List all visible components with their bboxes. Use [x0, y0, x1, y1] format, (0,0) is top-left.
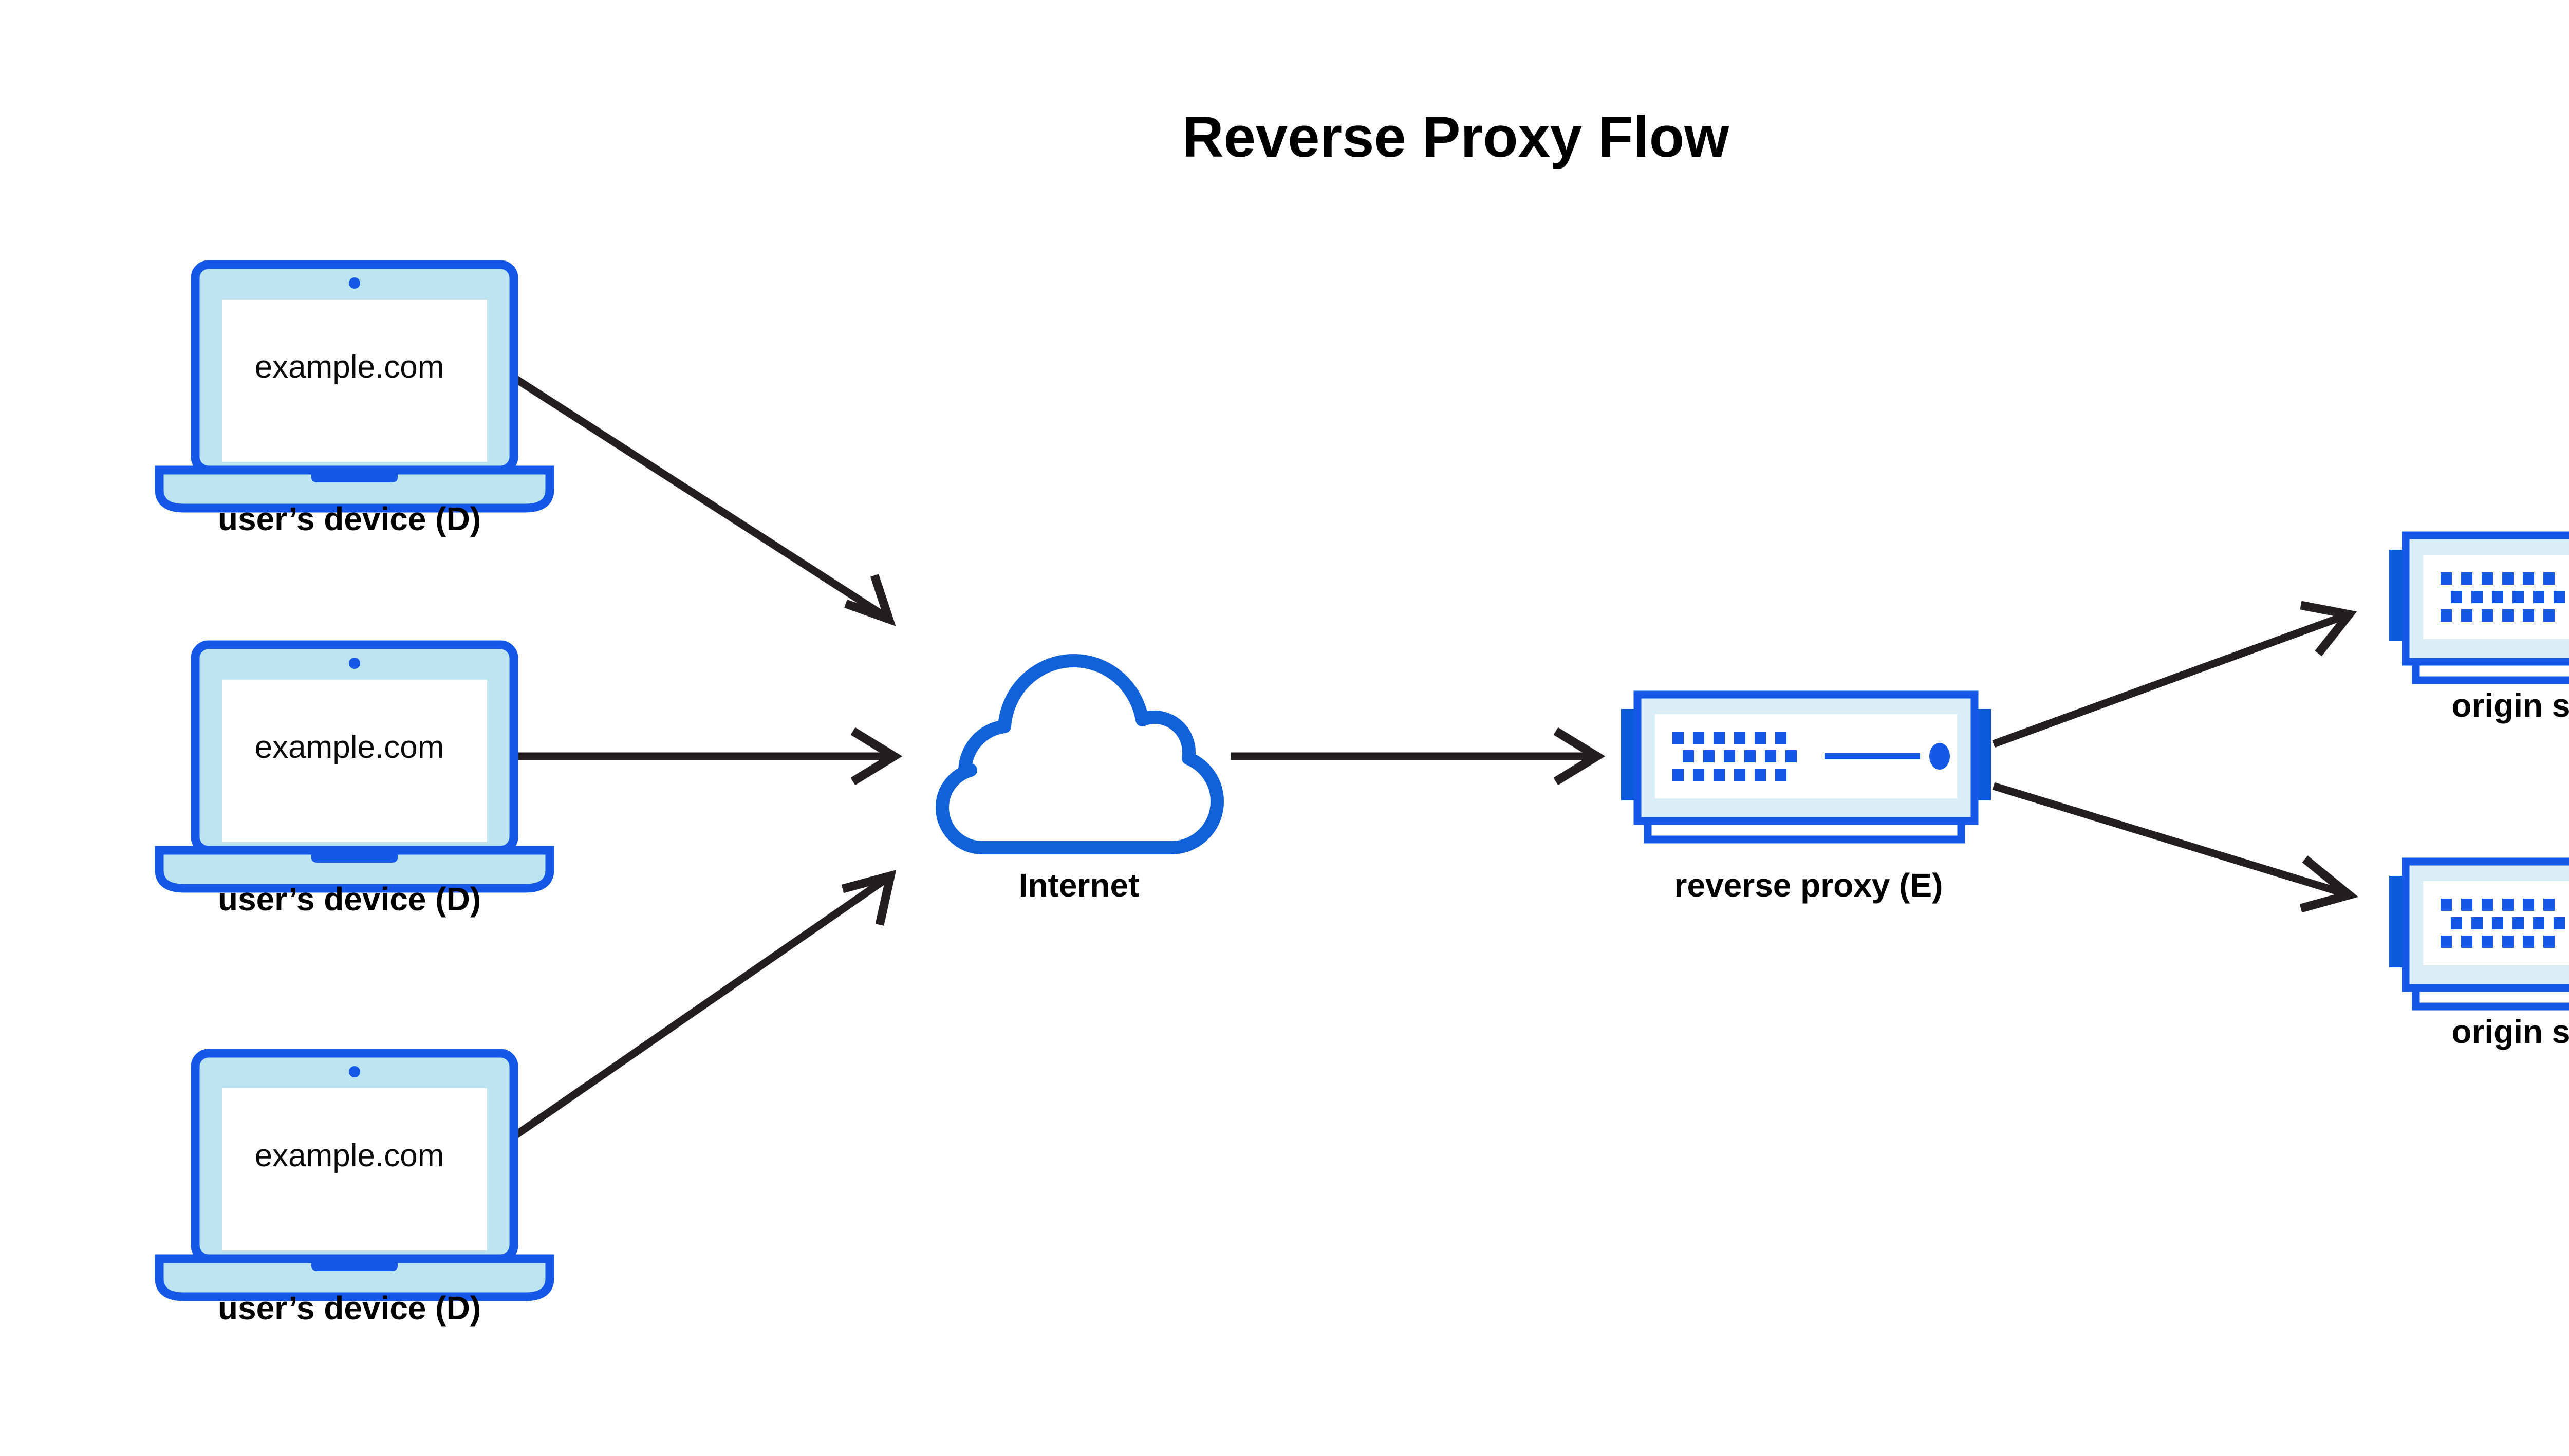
edge-device-bottom-to-internet [511, 870, 897, 1140]
edge-device-top-to-internet [511, 374, 896, 626]
device-screen-text: example.com [255, 1138, 444, 1173]
internet-label: Internet [1019, 867, 1140, 904]
edge-proxy-to-origin-top [1992, 601, 2357, 748]
node-device-bottom[interactable]: example.com user’s device (D) [159, 1053, 550, 1327]
server-icon [2389, 862, 2569, 1006]
edges-layer [511, 374, 2359, 1140]
server-icon [1621, 695, 1991, 839]
edge-device-middle-to-internet [514, 727, 903, 786]
edge-proxy-to-origin-bottom [1992, 782, 2359, 913]
laptop-icon [159, 645, 550, 888]
node-reverse-proxy[interactable]: reverse proxy (E) [1621, 695, 1991, 904]
device-screen-text: example.com [255, 730, 444, 765]
laptop-icon [159, 265, 550, 508]
node-device-top[interactable]: example.com user’s device (D) [159, 265, 550, 537]
node-origin-bottom[interactable]: origin server (F) [2389, 862, 2569, 1050]
node-internet[interactable]: Internet [942, 661, 1217, 904]
laptop-icon [159, 1053, 550, 1297]
device-bottom-label: user’s device (D) [218, 1290, 481, 1327]
origin-top-label: origin server (F) [2451, 687, 2569, 724]
server-icon [2389, 535, 2569, 680]
edge-internet-to-proxy [1231, 727, 1606, 786]
device-top-label: user’s device (D) [218, 500, 481, 537]
cloud-icon [942, 661, 1217, 848]
origin-bottom-label: origin server (F) [2451, 1013, 2569, 1050]
node-origin-top[interactable]: origin server (F) [2389, 535, 2569, 724]
device-screen-text: example.com [255, 349, 444, 385]
page-title: Reverse Proxy Flow [1182, 105, 1729, 169]
reverse-proxy-label: reverse proxy (E) [1674, 867, 1943, 904]
device-middle-label: user’s device (D) [218, 881, 481, 918]
node-device-middle[interactable]: example.com user’s device (D) [159, 645, 550, 918]
